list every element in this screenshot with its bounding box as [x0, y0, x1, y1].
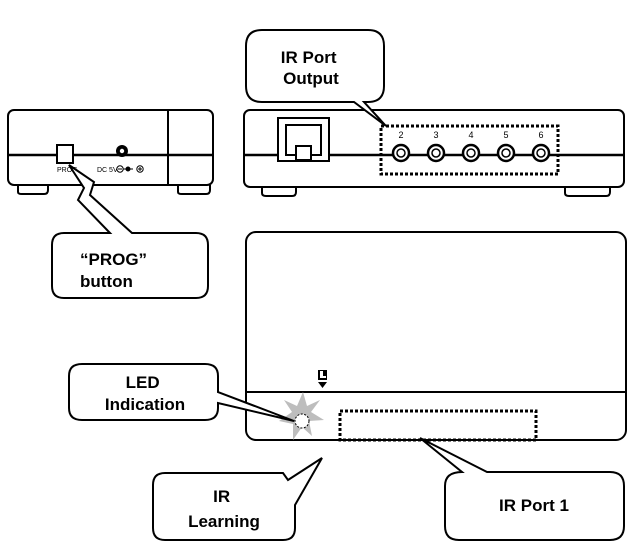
callout-prog-line2: button	[80, 272, 133, 291]
ir-output-port-3	[426, 143, 446, 163]
ir-output-port-inner-4	[466, 148, 476, 158]
callout-prog-line1: “PROG”	[80, 250, 147, 269]
ir-port-1-highlight-box	[338, 409, 538, 442]
callout-prog-bubble	[51, 164, 209, 299]
callout-ir-learning-line1: IR	[213, 487, 230, 506]
callout-ir-port-1: IR Port 1	[499, 496, 569, 515]
callout-ir-port-1-bubble	[419, 437, 625, 541]
callout-ir-learning-bubble	[152, 457, 323, 541]
rj-connector	[277, 117, 330, 162]
side-view-device	[7, 109, 214, 195]
callout-led-line1: LED	[126, 373, 160, 392]
callout-ir-learning-line2: Learning	[188, 512, 260, 531]
ir-output-port-inner-2	[396, 148, 406, 158]
callout-ir-port-output-line2: Output	[283, 69, 339, 88]
ir-output-port-inner-3	[431, 148, 441, 158]
callout-ir-port-1-line1: IR Port 1	[499, 496, 569, 515]
prog-button-shape	[56, 144, 74, 164]
ir-output-port-4	[461, 143, 481, 163]
ir-output-port-6	[531, 143, 551, 163]
callout-ir-port-output-bubble	[245, 29, 387, 127]
ir-output-ports: 2 3 4 5 6	[391, 130, 551, 163]
dc-jack-inner	[119, 148, 125, 154]
callout-ir-port-output-line1: IR Port	[281, 48, 337, 67]
callout-ir-learning: IR Learning	[188, 487, 260, 531]
ir-output-port-number: 2	[398, 130, 403, 140]
callout-ir-port-output: IR Port Output	[281, 48, 341, 88]
led-indicator	[294, 413, 310, 429]
ir-output-port-number: 4	[468, 130, 473, 140]
dc-label: DC 5V	[97, 167, 118, 174]
callout-led: LED Indication	[105, 373, 185, 414]
learn-icon	[318, 370, 327, 388]
dc-polarity-icon	[116, 165, 144, 173]
ir-output-highlight-box	[379, 124, 560, 176]
ir-output-port-5	[496, 143, 516, 163]
callout-led-bubble	[68, 363, 295, 422]
ir-output-port-number: 6	[538, 130, 543, 140]
callout-led-line2: Indication	[105, 395, 185, 414]
ir-output-port-2	[391, 143, 411, 163]
ir-output-port-number: 5	[503, 130, 508, 140]
ir-output-port-number: 3	[433, 130, 438, 140]
prog-label: PROG	[57, 167, 78, 174]
callout-prog: “PROG” button	[80, 250, 152, 291]
ir-output-port-inner-6	[536, 148, 546, 158]
ir-output-port-inner-5	[501, 148, 511, 158]
